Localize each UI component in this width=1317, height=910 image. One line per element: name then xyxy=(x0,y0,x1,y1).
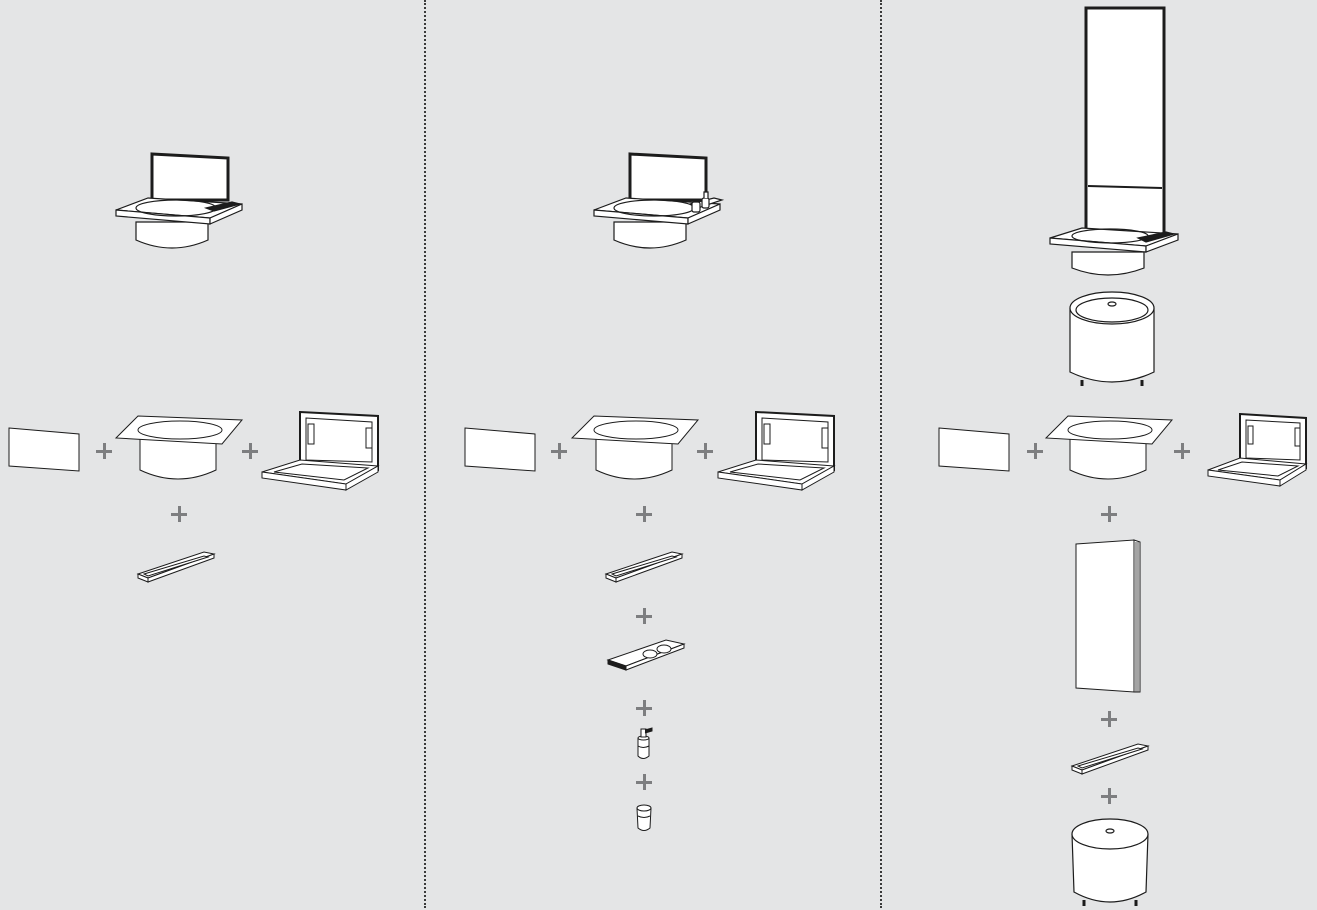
plus-sign xyxy=(697,443,713,459)
plus-sign xyxy=(1101,711,1117,727)
wall-frame-tray xyxy=(1206,412,1310,486)
plus-sign xyxy=(171,506,187,522)
plus-sign xyxy=(1027,443,1043,459)
column-divider xyxy=(880,0,882,908)
backsplash-panel xyxy=(8,426,80,472)
soap-dispenser xyxy=(632,726,656,762)
assembled-vanity-with-accessories xyxy=(586,152,726,252)
wall-frame-tray xyxy=(260,410,382,490)
backsplash-panel xyxy=(464,426,536,472)
plus-sign xyxy=(1174,443,1190,459)
tumbler-cup xyxy=(634,802,654,834)
plus-sign xyxy=(551,443,567,459)
accessory-holder-plate xyxy=(606,636,686,672)
washbasin-top xyxy=(112,410,244,482)
plus-sign xyxy=(242,443,258,459)
plus-sign xyxy=(1101,506,1117,522)
wall-frame-tray xyxy=(716,410,838,490)
plus-sign xyxy=(636,608,652,624)
assembled-vanity-tall-mirror xyxy=(1046,6,1180,278)
shelf-tray xyxy=(604,548,684,584)
plus-sign xyxy=(636,774,652,790)
shelf-tray xyxy=(1070,740,1150,776)
shelf-tray xyxy=(136,548,216,584)
washbasin-top xyxy=(1042,410,1174,482)
round-floor-cabinet xyxy=(1068,288,1156,396)
tall-mirror-panel xyxy=(1074,538,1144,694)
plus-sign xyxy=(636,506,652,522)
plus-sign xyxy=(96,443,112,459)
backsplash-panel xyxy=(938,426,1010,472)
round-floor-cabinet xyxy=(1068,816,1152,910)
plus-sign xyxy=(636,700,652,716)
plus-sign xyxy=(1101,788,1117,804)
washbasin-top xyxy=(568,410,700,482)
assembled-vanity xyxy=(108,152,244,252)
column-divider xyxy=(424,0,426,908)
